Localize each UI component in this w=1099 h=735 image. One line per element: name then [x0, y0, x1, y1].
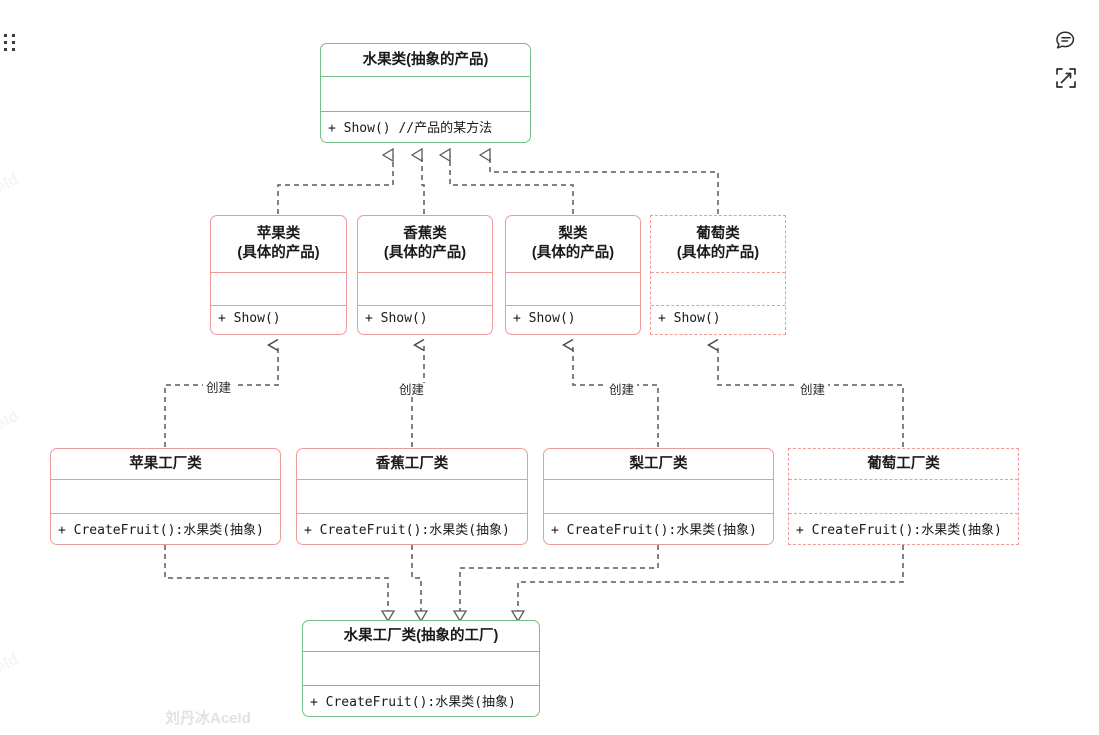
- class-operations-banana-product: + Show(): [358, 305, 492, 334]
- drag-dot: [12, 48, 15, 51]
- class-title-line: (具体的产品): [237, 245, 320, 261]
- class-title-line: 葡萄工厂类: [867, 455, 940, 472]
- class-title-grape-product: 葡萄类 (具体的产品): [651, 216, 785, 272]
- class-title-fruit-abstract: 水果类(抽象的产品): [321, 44, 530, 76]
- class-title-line: (具体的产品): [383, 245, 467, 261]
- edge-label-create-banana: 创建: [396, 383, 428, 397]
- edge-grape-factory-to-abstract: [517, 545, 904, 612]
- class-title-banana-factory: 香蕉工厂类: [297, 449, 527, 479]
- drag-dot: [4, 48, 7, 51]
- class-box-banana-product[interactable]: 香蕉类 (具体的产品) + Show(): [357, 215, 493, 335]
- class-title-pear-factory: 梨工厂类: [544, 449, 773, 479]
- watermark-author: 刘丹冰AceId: [165, 710, 251, 727]
- class-operations-banana-factory: + CreateFruit():水果类(抽象): [297, 513, 527, 544]
- class-attributes-banana-factory: [297, 479, 527, 513]
- class-box-apple-factory[interactable]: 苹果工厂类 + CreateFruit():水果类(抽象): [50, 448, 281, 545]
- edge-apple-to-fruit: [277, 155, 394, 214]
- class-attributes-fruit-factory-abstract: [303, 651, 539, 685]
- class-title-line: 苹果工厂类: [129, 455, 202, 472]
- edge-grape-to-fruit: [490, 155, 719, 214]
- class-attributes-banana-product: [358, 272, 492, 305]
- drag-dot: [12, 34, 15, 37]
- fullscreen-expand-icon[interactable]: [1053, 65, 1079, 91]
- edge-pear-to-fruit: [450, 155, 574, 214]
- class-box-pear-product[interactable]: 梨类 (具体的产品) + Show(): [505, 215, 641, 335]
- edge-banana-to-fruit: [422, 155, 425, 214]
- comment-bubble-icon[interactable]: [1053, 28, 1079, 54]
- class-title-line: (具体的产品): [531, 245, 615, 261]
- class-title-line: 葡萄类: [696, 226, 740, 242]
- class-attributes-grape-factory: [789, 479, 1018, 513]
- class-attributes-apple-product: [211, 272, 346, 305]
- class-operations-fruit-abstract: + Show() //产品的某方法: [321, 111, 530, 142]
- edge-label-create-apple: 创建: [203, 381, 235, 395]
- class-title-line: (具体的产品): [676, 245, 760, 261]
- class-attributes-fruit-abstract: [321, 76, 530, 111]
- class-title-line: 梨工厂类: [629, 455, 688, 472]
- class-operations-apple-factory: + CreateFruit():水果类(抽象): [51, 513, 280, 544]
- class-title-line: 水果工厂类(抽象的工厂): [343, 627, 499, 644]
- class-title-banana-product: 香蕉类 (具体的产品): [358, 216, 492, 272]
- class-title-line: 梨类: [558, 226, 588, 242]
- class-box-banana-factory[interactable]: 香蕉工厂类 + CreateFruit():水果类(抽象): [296, 448, 528, 545]
- class-title-apple-factory: 苹果工厂类: [51, 449, 280, 479]
- class-box-grape-factory[interactable]: 葡萄工厂类 + CreateFruit():水果类(抽象): [788, 448, 1019, 545]
- class-title-line: 香蕉类: [403, 226, 447, 242]
- edge-pear-factory-to-abstract: [459, 545, 659, 612]
- watermark-side: eId: [0, 170, 22, 197]
- class-operations-grape-product: + Show(): [651, 305, 785, 334]
- edge-apple-factory-creates: [164, 338, 279, 447]
- class-operations-fruit-factory-abstract: + CreateFruit():水果类(抽象): [303, 685, 539, 716]
- class-title-apple-product: 苹果类 (具体的产品): [211, 216, 346, 272]
- class-attributes-pear-factory: [544, 479, 773, 513]
- class-attributes-grape-product: [651, 272, 785, 305]
- class-box-grape-product[interactable]: 葡萄类 (具体的产品) + Show(): [650, 215, 786, 335]
- class-attributes-pear-product: [506, 272, 640, 305]
- class-title-line: 水果类(抽象的产品): [362, 51, 489, 68]
- class-title-line: 香蕉工厂类: [375, 455, 449, 472]
- class-box-apple-product[interactable]: 苹果类 (具体的产品) + Show(): [210, 215, 347, 335]
- drag-dot: [4, 41, 7, 44]
- edge-label-create-grape: 创建: [797, 383, 829, 397]
- class-operations-pear-factory: + CreateFruit():水果类(抽象): [544, 513, 773, 544]
- class-title-grape-factory: 葡萄工厂类: [789, 449, 1018, 479]
- edge-apple-factory-to-abstract: [164, 545, 389, 612]
- class-operations-grape-factory: + CreateFruit():水果类(抽象): [789, 513, 1018, 544]
- class-operations-apple-product: + Show(): [211, 305, 346, 334]
- watermark-side: eId: [0, 650, 22, 677]
- drag-dot: [12, 41, 15, 44]
- edge-banana-factory-to-abstract: [411, 545, 422, 612]
- class-title-pear-product: 梨类 (具体的产品): [506, 216, 640, 272]
- class-box-fruit-factory-abstract[interactable]: 水果工厂类(抽象的工厂) + CreateFruit():水果类(抽象): [302, 620, 540, 717]
- class-box-fruit-abstract[interactable]: 水果类(抽象的产品) + Show() //产品的某方法: [320, 43, 531, 143]
- class-operations-pear-product: + Show(): [506, 305, 640, 334]
- drag-dots-icon[interactable]: [4, 34, 16, 52]
- watermark-side: eId: [0, 407, 22, 434]
- class-title-line: 苹果类: [256, 226, 301, 242]
- drag-dot: [4, 34, 7, 37]
- class-title-fruit-factory-abstract: 水果工厂类(抽象的工厂): [303, 621, 539, 651]
- class-box-pear-factory[interactable]: 梨工厂类 + CreateFruit():水果类(抽象): [543, 448, 774, 545]
- class-attributes-apple-factory: [51, 479, 280, 513]
- edge-label-create-pear: 创建: [606, 383, 638, 397]
